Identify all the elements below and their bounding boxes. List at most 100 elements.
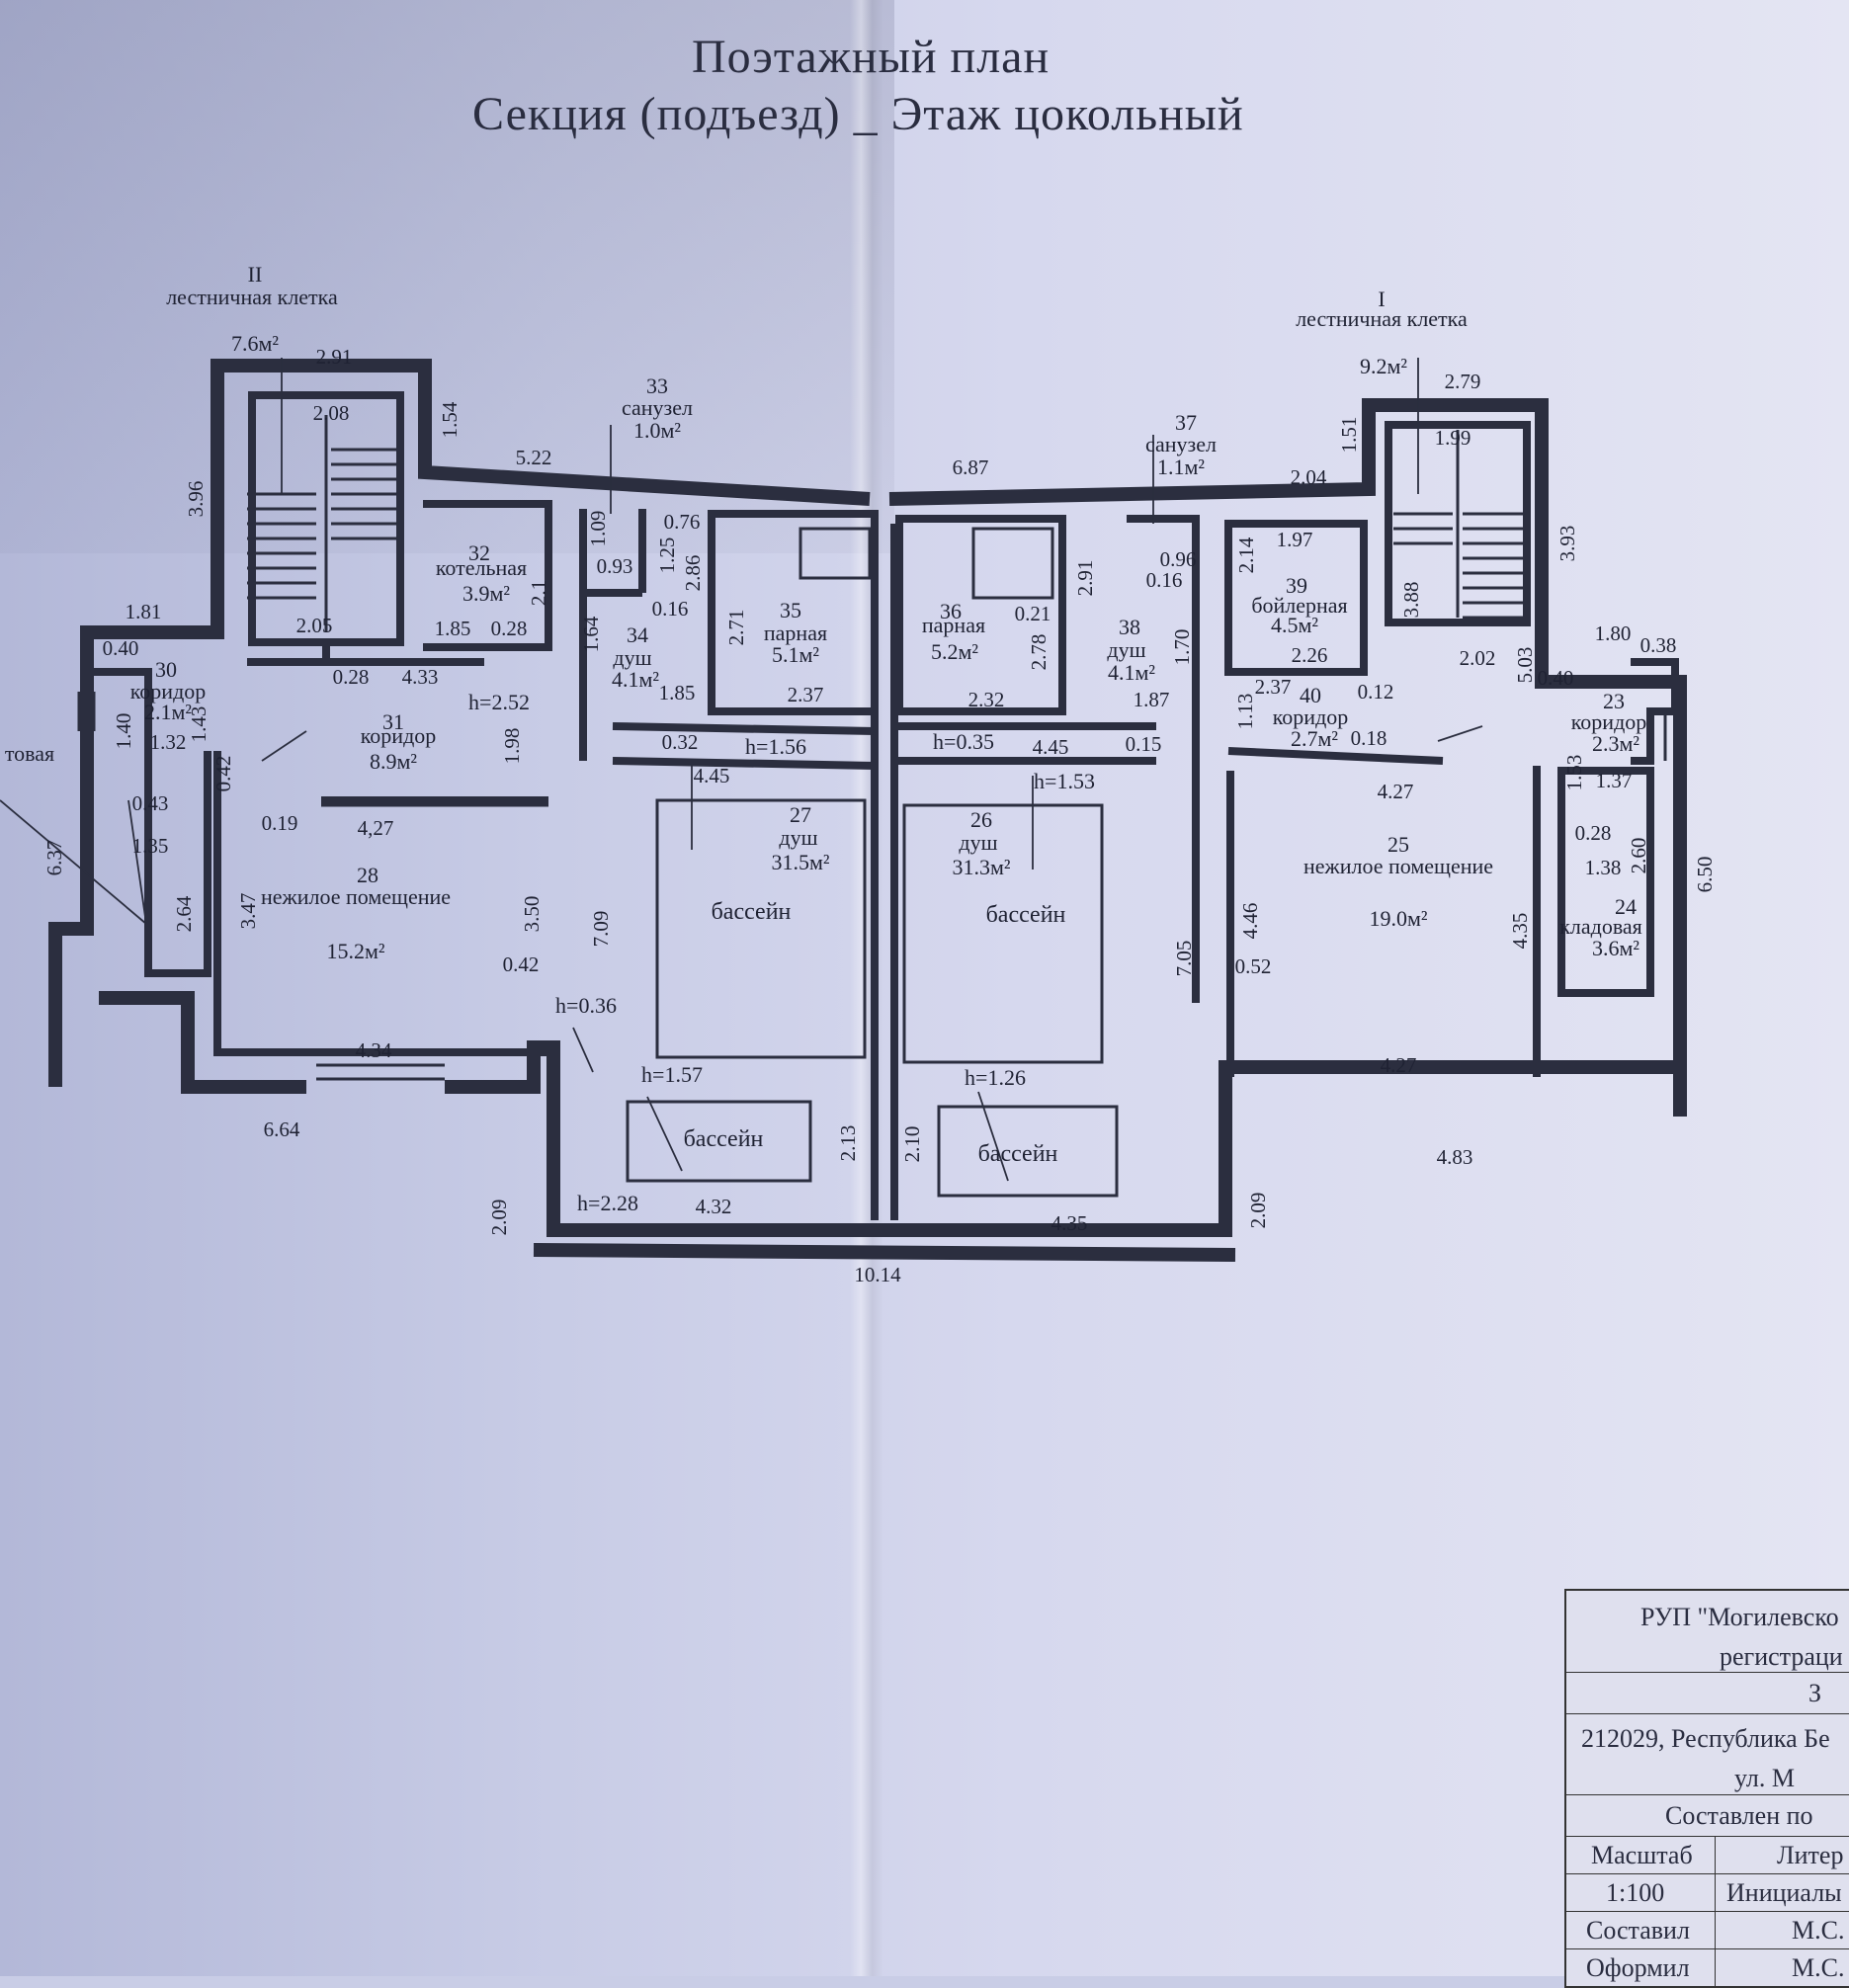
room-label-num: 40 [1300,683,1321,707]
dimension-label: 0.28 [1575,821,1612,845]
dimension-label: 2.64 [172,895,196,932]
room-label-area: 2.3м² [1592,731,1639,756]
room-label-area: 4.5м² [1271,613,1318,637]
stamp-address-street: ул. М [1734,1764,1795,1792]
dimension-label: 0.32 [662,730,699,754]
dimension-label: 2.04 [1291,465,1327,489]
dimension-labels: 2.91 2.08 1.54 5.22 6.87 2.04 2.79 1.99 … [42,345,1717,1286]
dimension-label: 0.43 [132,791,169,815]
room-label-area: 2.1м² [144,700,192,724]
room-label-num: 25 [1387,832,1409,857]
wall-outline-left [48,359,871,1087]
room-label-area: 3.9м² [462,581,510,606]
room-label-num: 27 [790,802,811,827]
dimension-label: 3.93 [1555,526,1579,562]
room-label-name: коридор [1273,704,1349,729]
dimension-label: 7.09 [589,911,613,948]
room-label-name: душ [959,830,997,855]
stamp-compiled-value: М.С. [1792,1916,1845,1945]
wall-room-37 [1127,515,1200,1003]
room-label-name: санузел [622,395,693,420]
wall-room-36 [895,515,1066,715]
dimension-label: 4.33 [402,665,439,689]
pool-26 [902,803,1104,1064]
dimension-label: 3.47 [236,893,260,930]
dimension-label: 1.53 [1562,755,1586,791]
dimension-label: 0.76 [664,510,701,534]
plan-subtitle: Секция (подъезд) _ Этаж цокольный [472,88,1244,140]
room-label-num: 28 [357,863,378,887]
dimension-label: 2.91 [1073,560,1097,597]
dimension-label: 2.79 [1445,370,1481,393]
wall-center-divider [871,524,898,1220]
dimension-label: 2.09 [487,1200,511,1236]
dimension-label: 4.83 [1437,1145,1473,1169]
dimension-label: 2.13 [836,1125,860,1162]
room-label-name: коридор [361,723,437,748]
room-label-num: I [1378,287,1385,311]
dimension-label: 2.71 [724,610,748,646]
dimension-label: 4,27 [358,816,394,840]
room-label-area: 8.9м² [370,749,417,774]
dimension-label: 1.13 [1233,694,1257,730]
stamp-org-name-cont: регистраци [1720,1642,1843,1671]
room-label-area: 5.1м² [772,642,819,667]
room-label-area: 4.1м² [612,667,659,692]
dimension-label: 1.25 [655,538,679,574]
dimension-label: 0.18 [1351,726,1387,750]
room-label-area: 19.0м² [1369,906,1427,931]
room-label-area: 3.6м² [1592,936,1639,960]
pool-label: бассейн [978,1141,1058,1167]
stamp-scale-value: 1:100 [1606,1878,1665,1907]
dimension-label: 0.21 [1015,602,1051,625]
sauna-heater-left [798,527,872,580]
room-label-num: 36 [940,599,962,623]
wall-room-25 [1226,766,1541,1077]
room-label-num: 23 [1603,689,1625,713]
wall-outline-bottom-lower [533,1243,1236,1262]
dimension-label: 1.38 [1585,856,1622,879]
room-label-area: 31.3м² [952,855,1010,879]
window-30 [77,692,96,731]
stamp-address: 212029, Республика Бе [1581,1724,1830,1753]
room-label-name: нежилое помещение [1303,854,1493,878]
dimension-label: 2.05 [296,614,333,637]
room-label-area: 31.5м² [771,850,829,874]
dimension-label: 0.28 [333,665,370,689]
dimension-label: 4.32 [696,1195,732,1218]
dimension-label: 6.37 [42,840,66,876]
pool-labels: бассейн бассейн бассейн бассейн [684,899,1066,1167]
dimension-label: 1.40 [112,713,135,750]
stamp-divider [1715,1836,1716,1986]
stamp-initials-label: Инициалы [1726,1878,1842,1907]
stamp-compiled-by: Составлен по [1665,1801,1813,1830]
dimension-label: 1.64 [579,616,603,652]
pool-small-right [937,1105,1119,1198]
dimension-label: 0.96 [1160,547,1197,571]
stamp-compiled-label: Составил [1586,1916,1690,1945]
dimension-label: 1.81 [126,600,162,623]
dimension-label: 4.27 [1378,780,1414,803]
room-label-num: 24 [1615,894,1637,919]
dimension-label: 0.52 [1235,954,1272,978]
dimension-label: 4.45 [694,764,730,787]
dimension-label: 7.05 [1172,941,1196,977]
dimension-label: 2.86 [681,555,705,592]
stamp-scale-row: 1:100 Инициалы [1566,1873,1849,1912]
room-label-name: парная [922,613,985,637]
stamp-compiled-row: Составлен по [1566,1794,1849,1837]
dimension-label: 4.46 [1238,903,1262,940]
pool-small-left [626,1100,812,1183]
height-labels: h=2.52 h=1.56 h=0.35 h=1.53 h=0.36 h=1.5… [468,690,1095,1215]
room-label-name: нежилое помещение [261,884,451,909]
stamp-object: З [1808,1679,1822,1707]
room-label-area: 15.2м² [326,939,384,963]
dimension-label: 2.02 [1460,646,1496,670]
wall-room-31 [247,642,548,804]
dimension-label: 2.37 [788,683,824,706]
room-label-num: II [248,262,263,287]
height-label: h=2.28 [577,1191,638,1215]
dimension-label: 2.37 [1255,675,1292,699]
wall-left-annex [87,668,211,977]
